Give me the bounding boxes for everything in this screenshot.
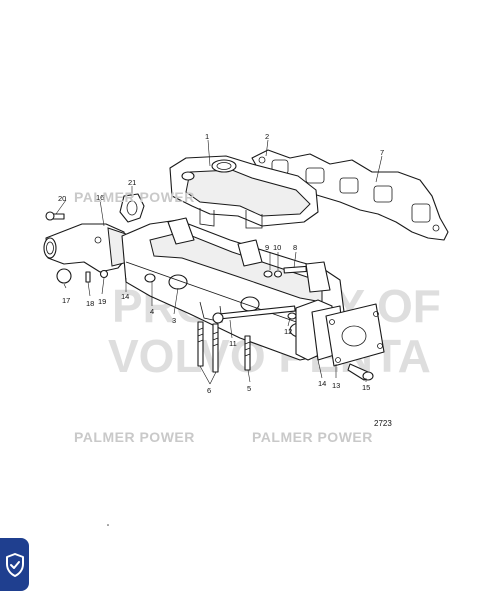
callout-6: 6 [207,386,211,395]
ring-flange [119,193,145,223]
watermark-top-left: PALMER POWER [74,189,195,205]
callout-14-right: 14 [318,379,326,388]
stud-bolts [197,321,251,373]
exhaust-elbow [43,223,129,273]
callout-11: 11 [229,339,237,348]
callout-4: 4 [150,307,154,316]
figure-number: 2723 [374,419,392,428]
stray-dot [107,524,109,526]
callout-numbers: 1 2 3 4 5 6 7 8 9 10 11 12 13 14 14 15 1… [58,132,384,395]
callout-13: 13 [332,381,340,390]
manifold-gasket [251,149,449,241]
washer-nut-stud [263,265,307,278]
left-small-fasteners [45,211,109,284]
callout-14-left: 14 [121,292,129,301]
callout-17: 17 [62,296,70,305]
callout-9: 9 [265,243,269,252]
callout-2: 2 [265,132,269,141]
callout-1: 1 [205,132,209,141]
callout-12: 12 [284,327,292,336]
leader-lines [55,139,383,385]
shield-check-icon [5,552,24,577]
watermark-bottom-right: PALMER POWER [252,429,373,445]
callout-10: 10 [273,243,281,252]
callout-8: 8 [293,243,297,252]
callout-16: 16 [96,193,104,202]
callout-3: 3 [172,316,176,325]
callout-19: 19 [98,297,106,306]
watermark-bottom-left: PALMER POWER [74,429,195,445]
end-cover-assembly [295,299,385,367]
callout-18: 18 [86,299,94,308]
callout-20: 20 [58,194,66,203]
long-bolt [212,305,297,324]
cover-screw [347,363,374,381]
callout-15: 15 [362,383,370,392]
callout-21: 21 [128,178,136,187]
upper-manifold [169,155,319,229]
callout-5: 5 [247,384,251,393]
shield-check-badge[interactable] [0,538,29,591]
callout-7: 7 [380,148,384,157]
